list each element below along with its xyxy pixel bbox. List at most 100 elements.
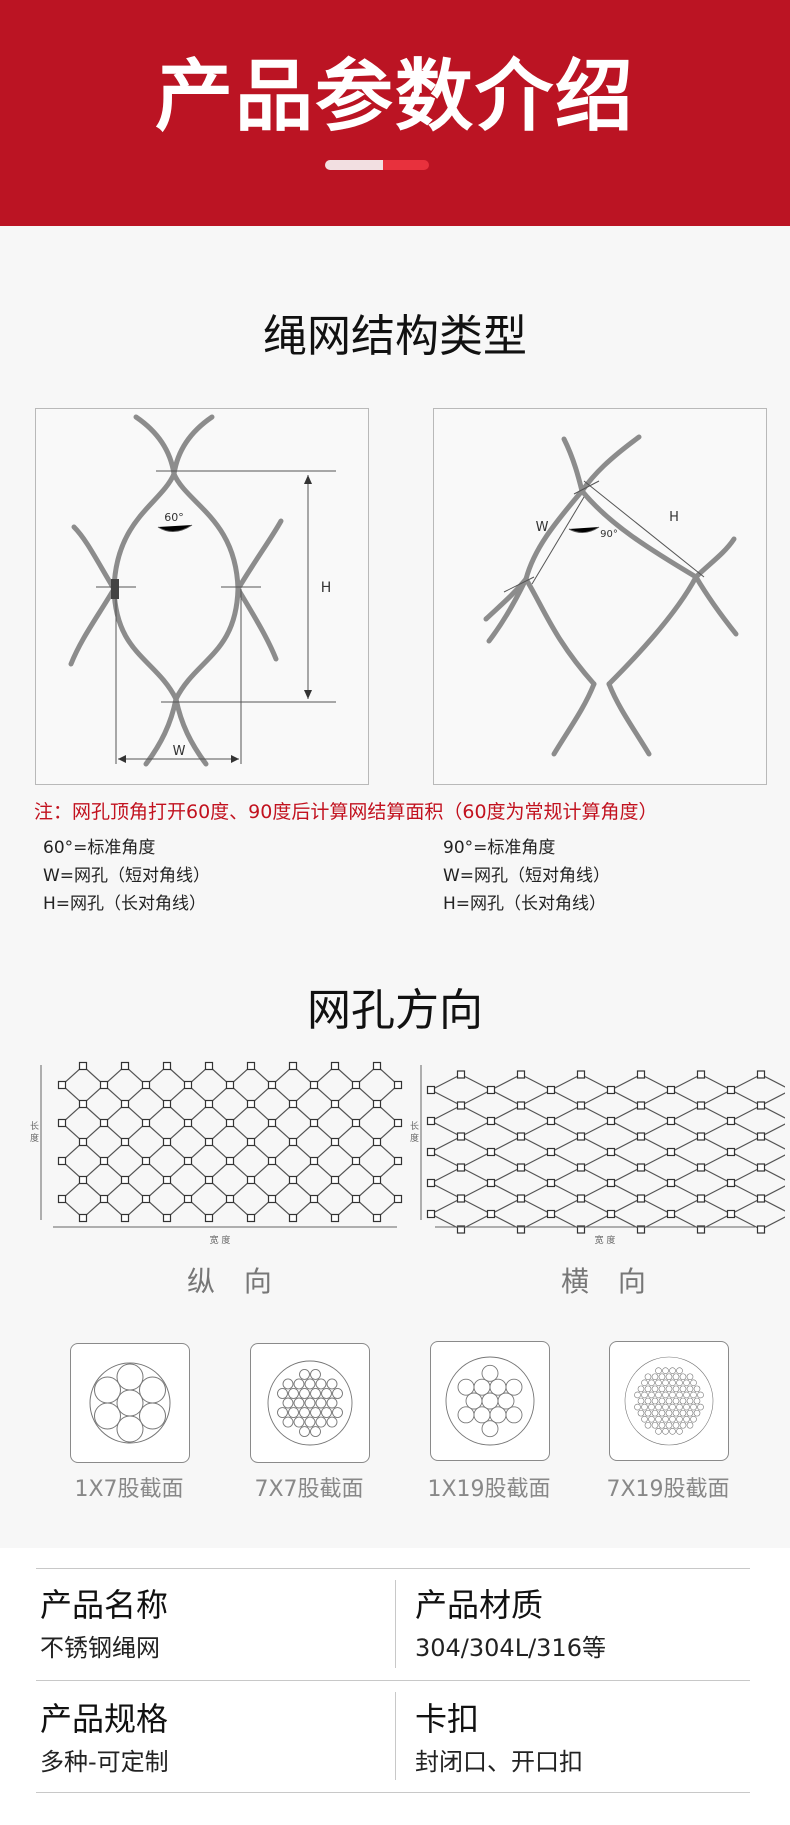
horizontal-mesh-knot	[696, 1132, 706, 1141]
horizontal-mesh-knot	[546, 1147, 556, 1157]
horizontal-mesh-knot	[486, 1178, 496, 1188]
vertical-mesh-cell	[355, 1141, 399, 1181]
horizontal-mesh-knot	[666, 1178, 676, 1188]
legend-90-line-1: 90°=标准角度	[443, 838, 556, 858]
legend-60-line-1: 60°=标准角度	[43, 838, 156, 858]
horizontal-mesh-knot	[636, 1225, 646, 1234]
vertical-mesh-knot	[204, 1061, 214, 1071]
strand-7x7-wire	[277, 1388, 288, 1399]
vertical-mesh-knot	[162, 1061, 172, 1071]
strand-7x19-wire	[648, 1391, 655, 1399]
strand-7x19-wire	[637, 1409, 645, 1417]
vertical-mesh-diagram: 长 度 宽 度	[28, 1061, 403, 1246]
strand-7x19-wire	[651, 1373, 659, 1381]
horizontal-mesh-knot	[756, 1194, 766, 1203]
horizontal-mesh-cell	[429, 1104, 493, 1138]
angle-60-label: 60°	[164, 511, 184, 524]
legend-90-line-2: W=网孔（短对角线）	[443, 866, 611, 886]
horizontal-mesh-knot	[576, 1132, 586, 1141]
strand-7x19-wire	[651, 1421, 659, 1429]
vertical-mesh-knot	[372, 1213, 382, 1223]
vertical-mesh-knot	[288, 1099, 298, 1109]
strand-7x19-wire	[669, 1391, 676, 1399]
strand-7x19-wire	[662, 1391, 669, 1399]
vertical-mesh-knot	[267, 1080, 277, 1090]
horizontal-mesh-knot	[696, 1194, 706, 1203]
vertical-mesh-knot	[204, 1175, 214, 1185]
strand-7x19-wire	[658, 1373, 666, 1381]
vertical-mesh-cell	[271, 1065, 315, 1105]
material-value: 304/304L/316等	[415, 1634, 606, 1662]
horizontal-mesh-cell	[669, 1104, 733, 1138]
vertical-mesh-knot	[288, 1061, 298, 1071]
strand-1x19-wire	[505, 1406, 523, 1424]
horizontal-mesh-knot	[606, 1209, 616, 1219]
strand-7x19-wire	[662, 1428, 669, 1435]
vertical-mesh-cell	[271, 1103, 315, 1143]
spec-column-divider-1	[395, 1580, 396, 1668]
strand-7x7-wire	[315, 1397, 327, 1409]
product-name-value: 不锈钢绳网	[40, 1634, 160, 1662]
strand-1x19-wire	[489, 1378, 507, 1396]
vertical-mesh-cell	[229, 1141, 273, 1181]
horizontal-mesh-knot	[486, 1209, 496, 1219]
horizontal-mesh-knot	[426, 1116, 436, 1126]
strand-7x19-wire	[693, 1385, 701, 1393]
strand-7x19-wire	[693, 1397, 701, 1405]
horizontal-mesh-knot	[636, 1194, 646, 1203]
vertical-mesh-knot	[57, 1156, 67, 1166]
horizontal-mesh-knot	[486, 1116, 496, 1126]
strand-1x19-wire	[481, 1364, 499, 1382]
strand-7x7-wire	[315, 1378, 327, 1390]
vertical-mesh-knot	[99, 1156, 109, 1166]
vertical-mesh-knot	[225, 1080, 235, 1090]
strand-7x19-wire	[655, 1379, 662, 1387]
horizontal-mesh-cell	[489, 1135, 553, 1169]
strand-7x7-wire	[282, 1416, 294, 1428]
vertical-mesh-cell	[145, 1141, 189, 1181]
horizontal-mesh-cell	[549, 1135, 613, 1169]
strand-7x7-wire	[282, 1378, 294, 1390]
vertical-mesh-knot	[225, 1194, 235, 1204]
vertical-mesh-knot	[120, 1175, 130, 1185]
horizontal-mesh-cell	[609, 1197, 673, 1231]
mesh-60-diagram: 60° H W	[68, 414, 336, 767]
horizontal-mesh-knot	[696, 1070, 706, 1079]
strand-7x7-wire	[293, 1416, 305, 1428]
strand-7x19-wire	[662, 1415, 669, 1423]
horizontal-mesh-cell	[669, 1197, 733, 1231]
strand-7x19-wire	[641, 1379, 648, 1387]
strand-7x7-wire	[293, 1397, 305, 1409]
strand-7x19-wire	[672, 1409, 680, 1417]
horizontal-mesh-knot	[516, 1101, 526, 1110]
strand-1x19-icon	[430, 1341, 550, 1461]
strand-7x19-wire	[648, 1415, 655, 1423]
vertical-mesh-cell	[313, 1103, 357, 1143]
h-label-60: H	[321, 580, 332, 596]
strand-1x19-wire	[505, 1378, 523, 1396]
vertical-mesh-knot	[288, 1213, 298, 1223]
strand-7x19-wire	[697, 1391, 704, 1399]
vertical-mesh-knot	[141, 1194, 151, 1204]
horizontal-mesh-knot	[696, 1225, 706, 1234]
vertical-mesh-knot	[141, 1156, 151, 1166]
strand-7x7-wire	[304, 1397, 316, 1409]
title-underline-red	[383, 160, 429, 170]
strand-7x19-wire	[648, 1379, 655, 1387]
horizontal-mesh-knot	[726, 1209, 736, 1219]
vertical-mesh-knot	[288, 1175, 298, 1185]
strand-7x19-wire	[634, 1403, 641, 1411]
vertical-mesh-knot	[78, 1061, 88, 1071]
strand-7x7-wire	[332, 1388, 343, 1399]
vertical-mesh-knot	[120, 1061, 130, 1071]
w-label-90: W	[536, 520, 549, 535]
horizontal-mesh-knot	[546, 1116, 556, 1126]
vertical-mesh-knot	[183, 1156, 193, 1166]
vertical-mesh-knot	[267, 1118, 277, 1128]
strand-7x19-wire	[676, 1379, 683, 1387]
strand-7x7-wire	[288, 1407, 299, 1418]
strand-7x19-wire	[662, 1403, 669, 1411]
vertical-mesh-knot	[309, 1118, 319, 1128]
horizontal-mesh-cell	[729, 1197, 785, 1231]
vertical-mesh-knot	[204, 1213, 214, 1223]
